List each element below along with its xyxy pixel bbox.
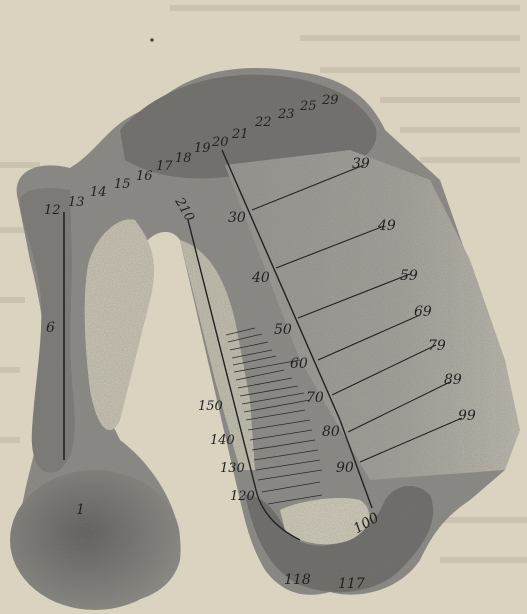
label-89: 89 bbox=[444, 372, 462, 388]
label-130: 130 bbox=[220, 461, 245, 476]
label-29: 29 bbox=[321, 93, 339, 108]
label-16: 16 bbox=[136, 169, 153, 184]
label-118: 118 bbox=[284, 572, 311, 588]
label-60: 60 bbox=[290, 356, 308, 372]
label-50: 50 bbox=[274, 322, 292, 338]
label-1: 1 bbox=[76, 502, 85, 518]
label-40: 40 bbox=[251, 270, 270, 286]
label-20: 20 bbox=[211, 135, 229, 150]
label-90: 90 bbox=[336, 460, 354, 476]
label-21: 21 bbox=[231, 127, 249, 142]
label-117: 117 bbox=[338, 576, 365, 592]
label-13: 13 bbox=[68, 195, 85, 210]
label-69: 69 bbox=[414, 304, 432, 320]
label-22: 22 bbox=[254, 115, 272, 130]
label-120: 120 bbox=[230, 489, 255, 504]
label-30: 30 bbox=[228, 210, 246, 226]
stray-dot bbox=[150, 38, 153, 41]
label-80: 80 bbox=[322, 424, 340, 440]
label-17: 17 bbox=[156, 159, 173, 174]
label-12: 12 bbox=[44, 203, 61, 218]
label-99: 99 bbox=[458, 408, 476, 424]
label-25: 25 bbox=[299, 99, 317, 114]
label-23: 23 bbox=[277, 107, 295, 122]
label-19: 19 bbox=[194, 141, 211, 156]
foot-shading bbox=[10, 470, 180, 610]
label-39: 39 bbox=[352, 156, 370, 172]
label-18: 18 bbox=[175, 151, 192, 166]
label-140: 140 bbox=[210, 433, 235, 448]
label-14: 14 bbox=[90, 185, 107, 200]
label-15: 15 bbox=[114, 177, 131, 192]
inner-light-area bbox=[85, 219, 154, 430]
label-79: 79 bbox=[428, 338, 446, 354]
label-150: 150 bbox=[198, 399, 223, 414]
label-49: 49 bbox=[377, 218, 396, 234]
label-59: 59 bbox=[400, 268, 418, 284]
label-6: 6 bbox=[46, 320, 55, 336]
label-70: 70 bbox=[306, 390, 324, 406]
